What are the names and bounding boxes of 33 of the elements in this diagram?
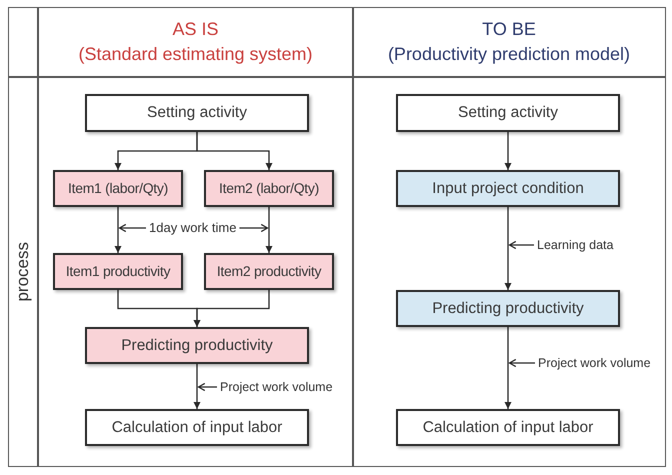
arrow	[118, 224, 146, 232]
arrow	[194, 290, 270, 327]
annotation-text: Learning data	[537, 237, 614, 253]
annotation-text: Project work volume	[538, 355, 651, 371]
process-box: Item2 (labor/Qty)	[204, 170, 334, 207]
process-box: Calculation of input labor	[396, 409, 620, 446]
process-box: Setting activity	[396, 94, 620, 132]
arrow	[504, 207, 512, 290]
process-box: Item1 (labor/Qty)	[53, 170, 183, 207]
arrow	[504, 327, 512, 409]
column-subheading: (Productivity prediction model)	[388, 43, 630, 65]
process-box: Predicting productivity	[396, 290, 620, 327]
annotation-text: Project work volume	[220, 379, 333, 395]
arrow	[114, 207, 122, 253]
arrow	[239, 224, 268, 232]
arrow	[194, 364, 200, 409]
arrow	[508, 240, 534, 250]
process-box: Setting activity	[85, 94, 309, 132]
arrow	[504, 132, 512, 170]
process-box: Input project condition	[396, 170, 620, 207]
process-box: Item1 productivity	[53, 253, 183, 290]
column-subheading: (Standard estimating system)	[78, 43, 313, 65]
process-box: Calculation of input labor	[85, 409, 309, 446]
column-heading: AS IS	[172, 18, 219, 40]
annotation-text: 1day work time	[149, 220, 236, 236]
column-heading: TO BE	[482, 18, 536, 40]
process-box: Item2 productivity	[204, 253, 334, 290]
arrow	[196, 132, 272, 170]
row-heading: process	[13, 242, 33, 302]
arrow	[266, 207, 272, 253]
arrow	[198, 382, 217, 392]
process-box: Predicting productivity	[85, 327, 309, 364]
arrow	[508, 358, 535, 368]
